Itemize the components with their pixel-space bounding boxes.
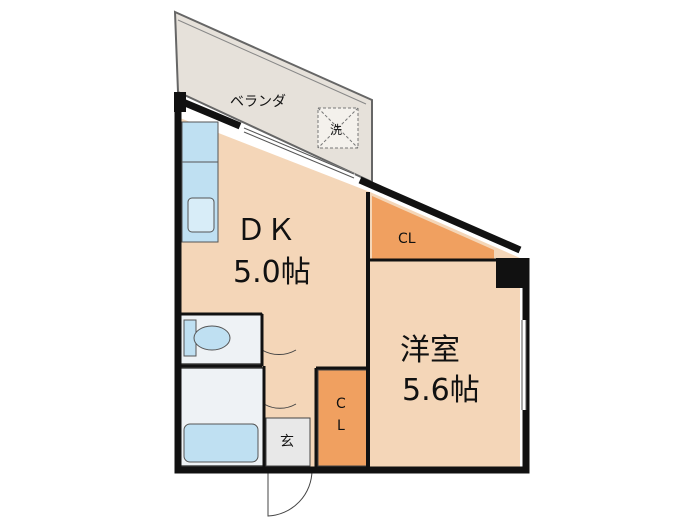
kitchen-counter [181, 121, 219, 243]
veranda: ベランダ 洗 [173, 10, 373, 184]
washer-space: 洗 [317, 107, 359, 149]
veranda-railing [177, 19, 367, 105]
western-room-name: 洋室 [400, 333, 460, 368]
western-room-window [521, 320, 527, 410]
closet-lower [317, 369, 369, 467]
closet-upper [372, 196, 494, 260]
veranda-label: ベランダ [230, 94, 286, 110]
bathroom [179, 367, 297, 467]
western-room-size: 5.6帖 [402, 373, 480, 408]
dk-name: ＤＫ [236, 213, 296, 248]
entrance: 玄 [265, 417, 313, 517]
toilet-bowl-icon [193, 325, 231, 351]
wall-corner [174, 92, 186, 112]
washer-label: 洗 [330, 123, 342, 137]
sink-icon [187, 197, 215, 233]
closet-lower-label-l: L [337, 418, 345, 434]
entrance-door-swing [267, 469, 313, 517]
bathtub-icon [183, 423, 259, 463]
wall-column [496, 258, 526, 288]
closet-lower-label-c: C [336, 396, 346, 412]
entrance-label: 玄 [280, 433, 294, 450]
veranda-sliding-door [243, 127, 355, 179]
closet-upper-label: CL [398, 231, 416, 247]
dk-size: 5.0帖 [233, 255, 311, 290]
